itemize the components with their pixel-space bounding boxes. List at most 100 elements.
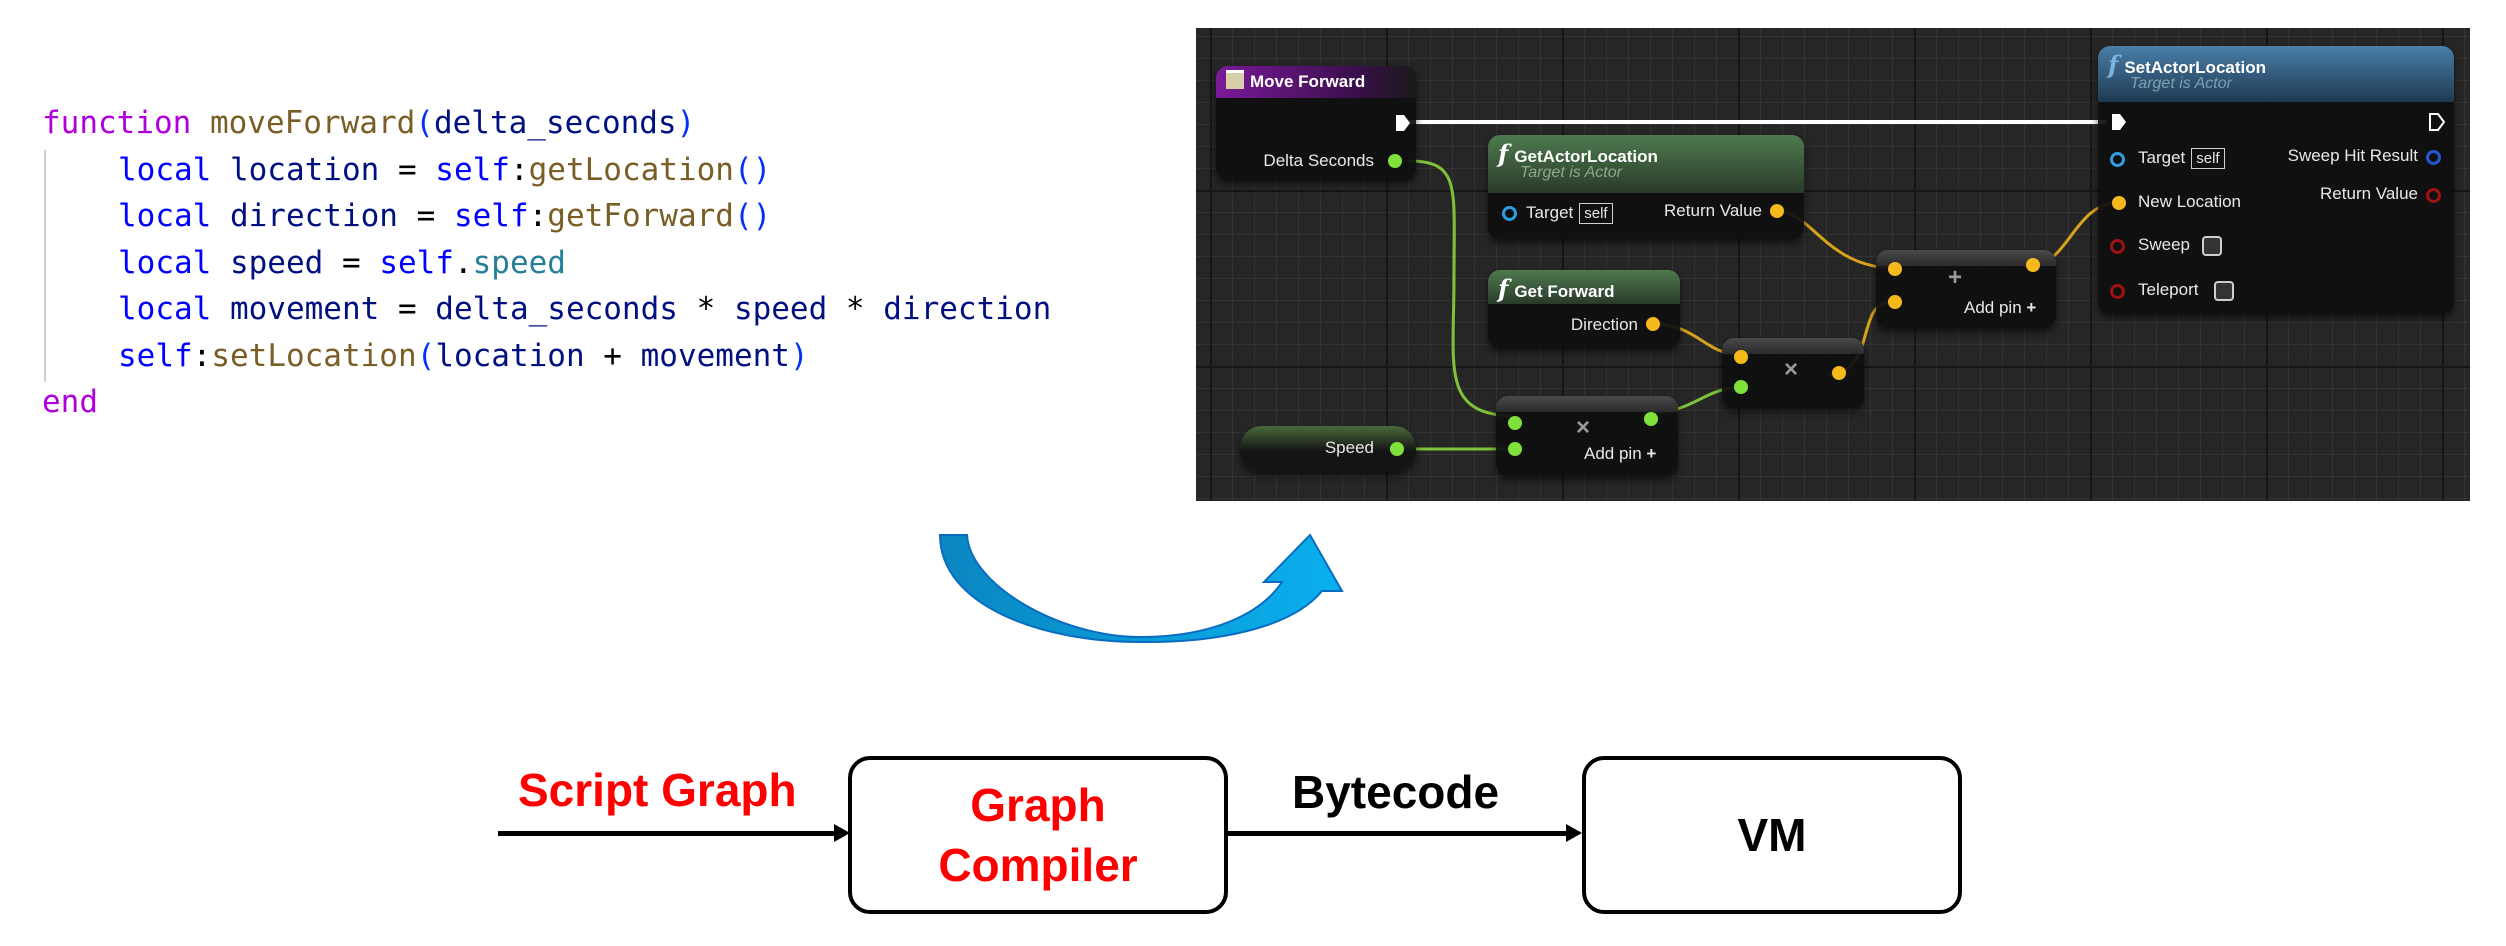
code-token: delta_seconds [435, 291, 678, 327]
code-token: ( [415, 105, 434, 141]
code-token: ( [416, 337, 436, 374]
vecmul-in-b-pin[interactable] [1734, 380, 1748, 394]
return-value-pin[interactable] [1770, 204, 1784, 218]
teleport-label: Teleport [2138, 280, 2199, 299]
code-token: * [677, 291, 734, 327]
code-token: self [453, 198, 529, 234]
code-token: local [118, 198, 230, 234]
plus-icon: + [2026, 298, 2037, 317]
multiply-vector-node[interactable]: × [1722, 338, 1864, 408]
exec-out-pin[interactable] [2428, 112, 2446, 132]
add-in-a-pin[interactable] [1888, 262, 1902, 276]
sweep-pin[interactable] [2110, 239, 2125, 254]
code-token: end [42, 384, 98, 420]
code-token: direction [883, 291, 1052, 327]
code-token: local [118, 244, 230, 281]
set-actor-location-node[interactable]: f SetActorLocation Target is Actor Target… [2098, 46, 2454, 314]
code-token: local [118, 151, 230, 188]
node-subtitle: Target is Actor [2130, 75, 2232, 92]
exec-in-pin[interactable] [2110, 112, 2128, 132]
code-token: location [435, 337, 585, 374]
sweep-hit-result-pin[interactable] [2426, 150, 2441, 165]
code-token: setLocation [211, 337, 417, 374]
return-value-label: Return Value [2320, 184, 2418, 203]
add-pin-button[interactable]: Add pin + [1964, 298, 2036, 318]
node-subtitle: Target is Actor [1520, 164, 1622, 181]
return-value-label: Return Value [1664, 201, 1762, 220]
code-line: self:setLocation(location + movement) [42, 333, 1051, 380]
code-token: = [323, 244, 380, 281]
return-value-pin[interactable] [2426, 188, 2441, 203]
new-location-label: New Location [2138, 192, 2242, 211]
teleport-checkbox[interactable] [2214, 281, 2234, 301]
code-line: end [42, 379, 1051, 426]
code-token: direction [229, 198, 398, 234]
multiply-out-pin[interactable] [1644, 412, 1658, 426]
code-line: function moveForward(delta_seconds) [42, 100, 1051, 147]
graph-compiler-box: Graph Compiler [848, 756, 1228, 914]
graph-compiler-label: Graph Compiler [938, 779, 1138, 891]
add-out-pin[interactable] [2026, 258, 2040, 272]
code-token: * [827, 291, 884, 327]
op-header [1496, 396, 1678, 412]
op-header [1722, 338, 1864, 354]
code-token: speed [229, 244, 324, 281]
teleport-pin[interactable] [2110, 284, 2125, 299]
multiply-in-a-pin[interactable] [1508, 416, 1522, 430]
code-token: movement [640, 337, 790, 374]
move-forward-node[interactable]: Move Forward Delta Seconds [1216, 66, 1416, 180]
add-pin-label: Add pin [1964, 298, 2022, 317]
multiply-float-node[interactable]: × Add pin + [1496, 396, 1678, 476]
delta-seconds-label: Delta Seconds [1263, 151, 1374, 170]
speed-variable-node[interactable]: Speed [1240, 426, 1416, 472]
multiply-icon: × [1784, 356, 1799, 383]
code-token: speed [733, 291, 828, 327]
vm-label: VM [1737, 809, 1807, 861]
code-line: local movement = delta_seconds * speed *… [42, 286, 1051, 333]
code-token: () [733, 198, 772, 234]
node-title: Move Forward [1250, 72, 1366, 91]
function-icon: f [1498, 139, 1509, 168]
code-token: + [584, 337, 641, 374]
vm-box: VM [1582, 756, 1962, 914]
code-token: function [42, 105, 210, 141]
code-token: ) [676, 105, 696, 141]
delta-seconds-pin[interactable] [1388, 154, 1402, 168]
exec-out-pin[interactable] [1394, 113, 1412, 133]
target-pin[interactable] [2110, 152, 2125, 167]
speed-pin[interactable] [1390, 442, 1404, 456]
vecmul-in-a-pin[interactable] [1734, 350, 1748, 364]
move-forward-header: Move Forward [1216, 66, 1416, 98]
code-token: self [435, 151, 510, 188]
indent-guide [44, 150, 46, 382]
op-header [1876, 250, 2056, 266]
sweep-checkbox[interactable] [2202, 236, 2222, 256]
function-icon: f [2108, 50, 2119, 79]
code-token: : [192, 337, 212, 374]
node-title: SetActorLocation [2124, 58, 2267, 77]
code-token: = [379, 151, 436, 188]
self-default[interactable]: self [2191, 148, 2225, 169]
self-default[interactable]: self [1579, 203, 1613, 224]
vecmul-out-pin[interactable] [1832, 366, 1846, 380]
add-in-b-pin[interactable] [1888, 295, 1902, 309]
code-token: : [528, 198, 548, 234]
code-line: local speed = self.speed [42, 240, 1051, 287]
multiply-in-b-pin[interactable] [1508, 442, 1522, 456]
code-token: . [453, 244, 473, 281]
add-pin-button[interactable]: Add pin + [1584, 444, 1656, 464]
direction-pin[interactable] [1646, 317, 1660, 331]
target-pin[interactable] [1502, 206, 1517, 221]
code-token: delta_seconds [433, 105, 677, 141]
wire-delta-to-multiply [1408, 159, 1512, 418]
new-location-pin[interactable] [2112, 196, 2126, 210]
code-token: : [509, 151, 529, 188]
code-token: moveForward [209, 105, 416, 141]
add-vector-node[interactable]: + Add pin + [1876, 250, 2056, 328]
